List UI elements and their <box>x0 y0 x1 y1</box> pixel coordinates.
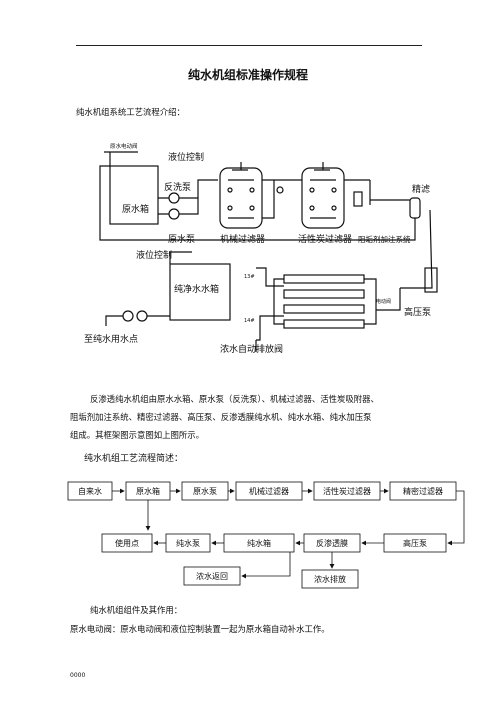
label-precision: 精滤 <box>412 183 430 195</box>
label-pure-tank: 纯净水水箱 <box>174 283 219 295</box>
flow-tap-label: 自来水 <box>78 486 102 496</box>
label-carbon-filter: 活性炭过滤器 <box>298 233 352 245</box>
ro-membrane-3 <box>283 304 365 314</box>
label-raw-pump: 原水泵 <box>168 233 195 245</box>
flow-precision-label: 精密过滤器 <box>403 486 443 496</box>
label-antiscalant: 阻垢剂加注系统 <box>358 234 411 244</box>
components-line: 原水电动阀：原水电动阀和液位控制装置一起为原水箱自动补水工作。 <box>70 624 330 634</box>
raw-pump-shape <box>168 208 180 220</box>
para1-line3: 组成。其框架图示意图如上图所示。 <box>70 430 204 440</box>
flow-drain-label: 浓水排放 <box>314 574 346 584</box>
label-raw-tank: 原水箱 <box>122 203 149 215</box>
page-title: 纯水机组标准操作规程 <box>187 68 308 82</box>
precision-filter-shape <box>409 197 421 219</box>
label-13: 13# <box>244 274 255 280</box>
header-rule <box>76 45 422 46</box>
page-number: 0000 <box>70 672 86 679</box>
para1-line1: 反渗透纯水机组由原水水箱、原水泵（反洗泵）、机械过滤器、活性炭吸附器、 <box>90 394 379 404</box>
flow-mech-label: 机械过滤器 <box>249 486 289 496</box>
mech-filter-shape <box>219 167 263 229</box>
flow-raw-tank-label: 原水箱 <box>136 486 160 496</box>
flow-heading: 纯水机组工艺流程简述： <box>84 454 184 464</box>
box-use-point <box>101 533 153 553</box>
box-drain <box>301 569 359 589</box>
ro-membrane-4 <box>283 319 365 329</box>
intro-text: 纯水机组系统工艺流程介绍： <box>76 107 185 117</box>
label-14: 14# <box>244 318 255 324</box>
flow-pure-tank-label: 纯水箱 <box>247 538 271 548</box>
flow-chart: 自来水 原水箱 原水泵 机械过滤器 活性炭过滤器 精密过滤器 高压泵 反渗透膜 … <box>67 481 465 589</box>
ro-membrane-1 <box>283 274 365 284</box>
flow-carbon-label: 活性炭过滤器 <box>323 486 371 496</box>
label-mech-filter: 机械过滤器 <box>220 233 265 245</box>
flow-use-point-label: 使用点 <box>115 538 139 548</box>
box-reflux <box>183 566 241 586</box>
label-level-top: 液位控制 <box>168 151 204 163</box>
flow-pure-pump-label: 纯水泵 <box>176 538 200 548</box>
raw-tank-shape <box>109 165 159 225</box>
label-auto-drain: 浓水自动排放阀 <box>220 343 283 355</box>
label-motor-valve: 原水电动阀 <box>110 142 138 150</box>
flow-ro-label: 反渗透膜 <box>316 538 348 548</box>
para1-line2: 阻垢剂加注系统、精密过滤器、高压泵、反渗透膜纯水机、纯水水箱、纯水加压泵 <box>70 412 372 422</box>
flow-hp-label: 高压泵 <box>403 538 427 548</box>
label-high-pressure: 高压泵 <box>404 306 431 318</box>
label-level-bottom: 液位控制 <box>136 249 172 261</box>
flow-raw-pump-label: 原水泵 <box>193 486 217 496</box>
label-backwash-pump: 反洗泵 <box>164 181 191 193</box>
process-diagram: 原水电动阀 液位控制 反洗泵 原水箱 原水泵 机械过滤器 活性炭过滤器 阻垢剂加… <box>84 142 438 355</box>
components-heading: 纯水机组组件及其作用： <box>90 605 183 615</box>
flow-reflux-label: 浓水返回 <box>196 571 228 581</box>
pure-tank-shape <box>169 263 231 321</box>
carbon-filter-shape <box>301 167 345 229</box>
label-motor-valve-small: 电动阀 <box>376 298 391 305</box>
label-to-point: 至纯水用水点 <box>84 333 138 345</box>
backwash-pump-shape <box>168 192 180 204</box>
ro-membrane-2 <box>283 289 365 299</box>
